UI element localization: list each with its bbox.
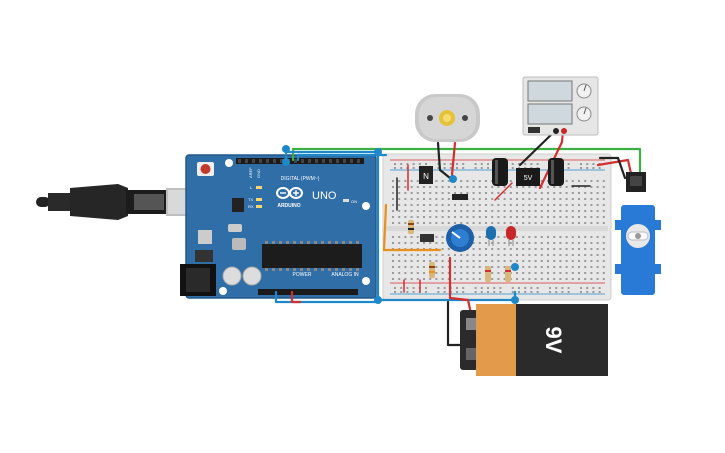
power-supply-icon[interactable] xyxy=(522,76,599,136)
resistor-3[interactable] xyxy=(485,266,491,282)
breadboard[interactable] xyxy=(382,153,612,301)
regulator-label: 5V xyxy=(524,175,533,182)
psu-voltage-display xyxy=(527,80,573,102)
servo-motor-icon[interactable] xyxy=(615,172,661,295)
wire-blue-pin-b[interactable] xyxy=(296,153,388,162)
wire-motor-black[interactable] xyxy=(436,141,452,180)
wire-battery-red[interactable] xyxy=(448,256,474,320)
transistor-label: N xyxy=(423,172,429,181)
microcontroller-chip xyxy=(262,244,362,268)
capacitor-icon[interactable] xyxy=(492,158,508,186)
l-led-label: L xyxy=(250,185,253,190)
9v-battery-icon[interactable]: 9V xyxy=(460,304,608,376)
diode[interactable] xyxy=(452,194,468,200)
on-led-label: ON xyxy=(351,199,357,204)
rx-led-label: RX xyxy=(248,204,254,209)
npn-transistor[interactable]: N xyxy=(419,166,433,184)
wire-servo-black[interactable] xyxy=(598,156,627,180)
led-icon[interactable] xyxy=(486,226,496,246)
capacitor-2-icon[interactable] xyxy=(548,158,564,186)
potentiometer-icon[interactable] xyxy=(446,224,474,252)
power-header-label: POWER xyxy=(293,272,312,278)
wire-blue-pin-a[interactable] xyxy=(284,150,380,302)
arduino-logo-icon xyxy=(276,187,303,199)
battery-label: 9V xyxy=(541,327,566,354)
pushbutton[interactable] xyxy=(420,234,434,242)
wire-green-servo-signal[interactable] xyxy=(291,147,642,180)
wire-blue-gnd-arduino[interactable] xyxy=(274,290,380,304)
psu-current-display xyxy=(527,103,573,125)
digital-header-label: DIGITAL (PWM~) xyxy=(281,176,320,182)
resistor-4[interactable] xyxy=(505,266,511,282)
voltage-regulator[interactable]: 5V xyxy=(516,168,540,186)
resistor-2[interactable] xyxy=(429,262,435,278)
wire-red-5v[interactable] xyxy=(290,290,302,304)
dc-motor-icon[interactable] xyxy=(415,94,480,142)
analog-header-label: ANALOG IN xyxy=(331,272,359,278)
brand-label: ARDUINO xyxy=(277,203,300,209)
led-red-icon[interactable] xyxy=(506,226,516,246)
psu-power-switch[interactable] xyxy=(528,127,540,133)
gnd-label: GND xyxy=(256,169,261,178)
wire-psu-black[interactable] xyxy=(518,129,557,167)
wire-nodes xyxy=(282,145,519,304)
tx-led-label: TX xyxy=(248,197,253,202)
wire-orange[interactable] xyxy=(382,203,442,252)
arduino-uno-board[interactable]: DIGITAL (PWM~) AREF GND ARDUINO UNO ON L… xyxy=(180,154,377,299)
model-label: UNO xyxy=(312,190,337,202)
resistor-1[interactable] xyxy=(408,220,414,234)
wire-motor-red[interactable] xyxy=(450,141,457,177)
aref-label: AREF xyxy=(248,167,253,178)
